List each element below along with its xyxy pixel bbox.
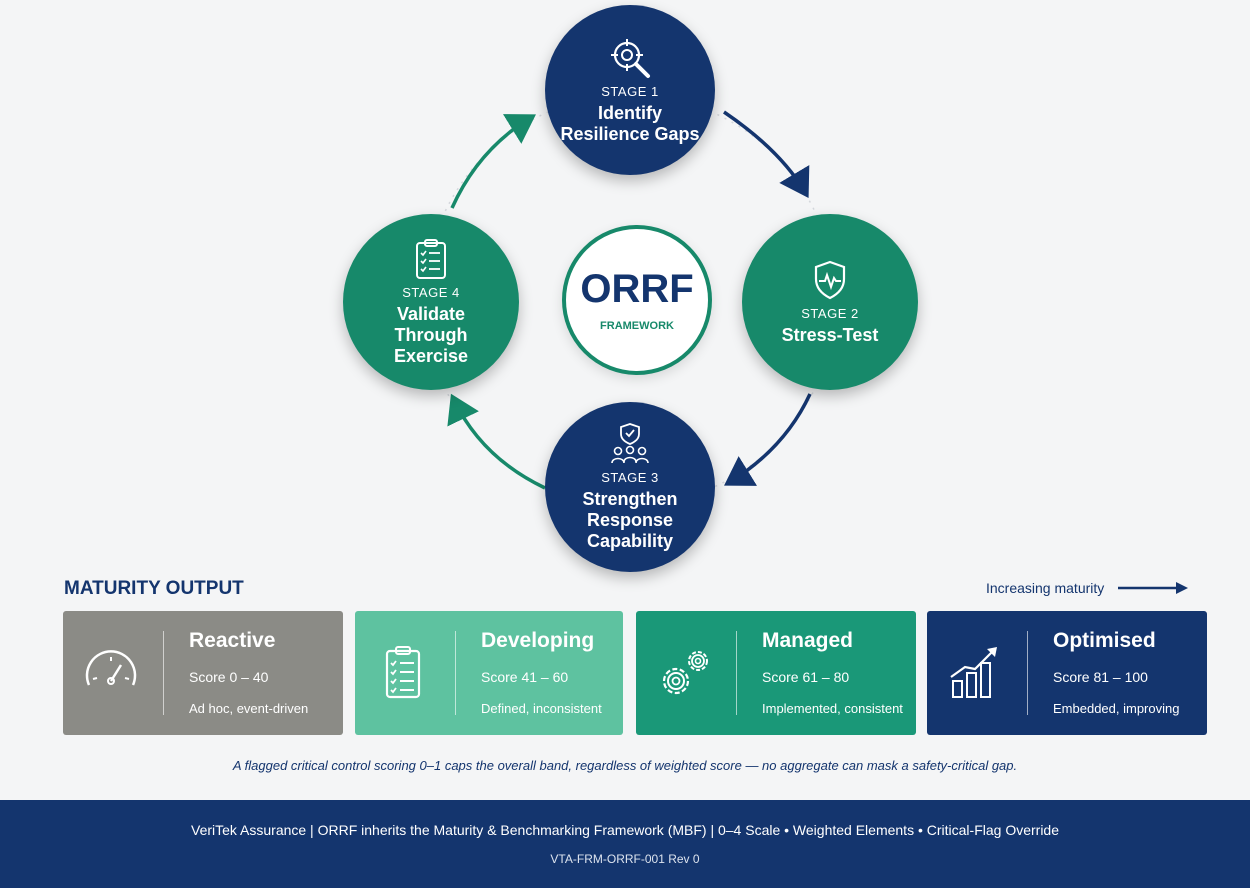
stage-number: STAGE 3	[601, 470, 659, 485]
stage-name-line: Through	[394, 325, 468, 345]
clipboard-checklist-icon	[385, 646, 421, 699]
footer-description: VeriTek Assurance | ORRF inherits the Ma…	[191, 822, 1059, 838]
clipboard-checklist-icon	[416, 239, 446, 279]
stage-name-line: Identify	[597, 102, 662, 123]
band-score: Score 81 – 100	[1053, 669, 1148, 685]
framework-title: ORRF	[580, 267, 694, 311]
gears-icon	[662, 651, 708, 695]
framework-subtitle: FRAMEWORK	[600, 320, 674, 332]
stage-name-line: Capability	[586, 531, 674, 551]
stage-name-line: Strengthen	[582, 489, 678, 509]
band-score: Score 61 – 80	[762, 669, 850, 685]
arrow-stage3-to-stage4	[447, 393, 546, 490]
band-divider	[736, 631, 737, 715]
stage-4-circle: STAGE 4 Validate Through Exercise	[343, 214, 519, 390]
band-divider	[1027, 631, 1028, 715]
document-reference: VTA-FRM-ORRF-001 Rev 0	[550, 852, 700, 866]
arrow-stage2-to-stage3	[724, 393, 812, 486]
band-description: Defined, inconsistent	[481, 701, 602, 716]
arrow-stage1-to-stage2	[723, 110, 810, 199]
shield-team-icon	[611, 423, 649, 464]
stage-1-circle: STAGE 1 Identify Resilience Gaps	[545, 5, 715, 175]
gauge-icon	[85, 650, 137, 686]
stage-number: STAGE 1	[601, 83, 659, 99]
band-name: Managed	[762, 629, 854, 652]
bar-chart-trend-icon	[950, 647, 997, 698]
increasing-maturity-label: Increasing maturity	[986, 580, 1105, 596]
maturity-band-managed: Managed Score 61 – 80 Implemented, consi…	[636, 611, 916, 735]
maturity-band-optimised: Optimised Score 81 – 100 Embedded, impro…	[927, 611, 1207, 735]
stage-name-line: Stress-Test	[781, 325, 879, 345]
band-score: Score 0 – 40	[189, 669, 269, 685]
maturity-output-title: MATURITY OUTPUT	[64, 578, 244, 599]
stage-name-line: Resilience Gaps	[560, 123, 700, 144]
band-score: Score 41 – 60	[481, 669, 569, 685]
stage-name-line: Response	[586, 510, 674, 530]
band-description: Implemented, consistent	[762, 701, 903, 716]
shield-pulse-icon	[814, 260, 846, 300]
band-description: Embedded, improving	[1053, 701, 1180, 716]
arrow-right-icon	[1118, 582, 1189, 594]
maturity-band-developing: Developing Score 41 – 60 Defined, incons…	[355, 611, 623, 735]
stage-number: STAGE 2	[801, 306, 859, 321]
band-name: Developing	[481, 629, 595, 652]
increasing-maturity-indicator: Increasing maturity	[986, 580, 1190, 596]
stage-2-circle: STAGE 2 Stress-Test	[742, 214, 918, 390]
stage-name-line: Validate	[396, 304, 466, 324]
band-divider	[163, 631, 164, 715]
band-name: Optimised	[1053, 629, 1156, 652]
target-magnifier-icon	[611, 38, 650, 78]
stage-number: STAGE 4	[402, 285, 460, 300]
band-description: Ad hoc, event-driven	[189, 701, 309, 716]
band-name: Reactive	[189, 629, 276, 652]
stage-name-line: Exercise	[393, 346, 469, 366]
maturity-band-reactive: Reactive Score 0 – 40 Ad hoc, event-driv…	[63, 611, 343, 735]
framework-center-badge: ORRF FRAMEWORK	[562, 225, 712, 375]
critical-flag-note: A flagged critical control scoring 0–1 c…	[232, 758, 1018, 773]
band-divider	[455, 631, 456, 715]
footer-bar: VeriTek Assurance | ORRF inherits the Ma…	[0, 800, 1250, 888]
orrf-cycle-diagram: STAGE 1 Identify Resilience Gaps STAGE 2…	[343, 5, 918, 572]
stage-3-circle: STAGE 3 Strengthen Response Capability	[545, 402, 715, 572]
arrow-stage4-to-stage1	[450, 114, 536, 209]
